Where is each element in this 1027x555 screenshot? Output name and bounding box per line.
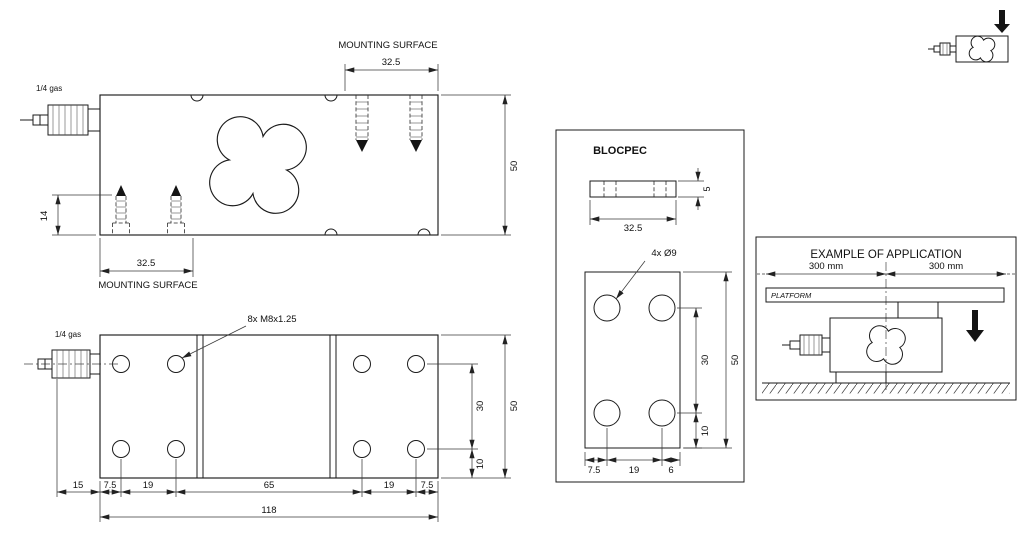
clover-cutout <box>968 35 996 63</box>
dim-label: 30 <box>700 355 711 366</box>
dim-label: 7.5 <box>421 480 434 490</box>
edge-notch <box>324 228 338 236</box>
dim-label: 7.5 <box>588 465 601 475</box>
dim-label: 50 <box>509 161 520 172</box>
callout-label: 8x M8x1.25 <box>247 314 296 325</box>
plate-top-view <box>584 271 681 449</box>
mounting-surface-bottom-label: MOUNTING SURFACE <box>98 280 197 291</box>
dim-plate-thickness: 5 <box>678 168 712 210</box>
platform: PLATFORM <box>765 287 1005 303</box>
dim-label: 50 <box>509 401 520 412</box>
hole-callout: 4x Ø9 <box>615 248 677 300</box>
dim-label: 300 mm <box>929 261 963 272</box>
plan-view-body <box>99 334 439 479</box>
dim-row-spacing: 30 <box>677 307 711 414</box>
dim-label: 30 <box>475 401 486 412</box>
dim-label: 19 <box>629 465 640 476</box>
base-block <box>835 371 887 384</box>
dim-span-left: 300 mm <box>757 261 886 277</box>
dim-label: 19 <box>143 480 154 491</box>
edge-notch <box>417 228 431 236</box>
dim-row-spacing: 30 <box>427 363 486 450</box>
dim-label: 32.5 <box>624 223 643 234</box>
dim-plate-width: 32.5 <box>589 200 677 234</box>
dim-total-length: 118 <box>100 505 438 520</box>
threaded-stud <box>355 95 369 152</box>
blocpec-panel: BLOCPEC 5 32.5 4x Ø9 <box>555 129 745 483</box>
dim-edge-offset: 10 <box>469 449 486 478</box>
threaded-stud <box>112 185 130 235</box>
dim-top-width: 32.5 <box>344 57 439 91</box>
cable-connector <box>928 42 957 56</box>
plan-view: 1/4 gas 8x M8x1.25 30 10 50 <box>24 314 520 522</box>
application-panel: EXAMPLE OF APPLICATION 300 mm 300 mm PLA… <box>755 236 1017 401</box>
callout-label: 4x Ø9 <box>651 248 676 259</box>
dim-height: 50 <box>441 334 520 479</box>
dim-label: 10 <box>475 459 486 470</box>
mount-block <box>897 301 939 319</box>
gas-label: 1/4 gas <box>55 330 81 339</box>
ground <box>762 382 1010 394</box>
gas-label: 1/4 gas <box>36 84 62 93</box>
corner-icon <box>928 10 1010 63</box>
dim-label: 50 <box>730 355 741 366</box>
dim-chain-bottom: 15 7.5 19 65 19 7.5 <box>56 379 439 522</box>
side-view: 1/4 gas <box>20 40 520 291</box>
dim-label: 14 <box>39 211 50 222</box>
dim-bottom-width: 32.5 <box>99 238 194 277</box>
dim-span-right: 300 mm <box>886 261 1015 277</box>
mounting-holes <box>112 355 425 458</box>
dim-label: 6 <box>668 465 673 476</box>
platform-label: PLATFORM <box>771 291 812 300</box>
dim-label: 15 <box>73 480 84 491</box>
edge-notch <box>190 94 204 102</box>
dim-edge-offset: 10 <box>684 413 711 449</box>
dim-chain-bottom: 7.5 19 6 <box>584 428 681 476</box>
dim-height: 50 <box>683 271 741 449</box>
load-arrow-icon <box>994 10 1010 33</box>
dim-label: 5 <box>702 186 712 191</box>
dim-label: 7.5 <box>104 480 117 490</box>
cable-connector <box>20 104 101 136</box>
dim-label: 32.5 <box>137 258 156 269</box>
side-view-body <box>99 94 439 236</box>
threaded-stud <box>167 185 185 235</box>
application-load-cell <box>782 301 943 384</box>
dim-label: 65 <box>264 480 275 491</box>
clover-cutout <box>209 116 307 214</box>
panel-title: EXAMPLE OF APPLICATION <box>810 249 961 261</box>
edge-notch <box>324 94 338 102</box>
load-arrow-icon <box>966 310 984 342</box>
thread-callout: 8x M8x1.25 <box>181 314 297 359</box>
dim-label: 300 mm <box>809 261 843 272</box>
dim-stud-depth: 14 <box>39 194 112 236</box>
cable-connector <box>24 349 118 379</box>
clover-cutout <box>866 325 906 365</box>
dim-label: 10 <box>700 426 711 437</box>
panel-title: BLOCPEC <box>593 145 647 157</box>
threaded-stud <box>409 95 423 152</box>
plate-side-view <box>589 180 677 198</box>
dim-label: 19 <box>384 480 395 491</box>
dim-label: 32.5 <box>382 57 401 68</box>
dim-label: 118 <box>261 505 276 516</box>
dim-height: 50 <box>441 94 520 236</box>
mounting-surface-top-label: MOUNTING SURFACE <box>338 40 437 51</box>
